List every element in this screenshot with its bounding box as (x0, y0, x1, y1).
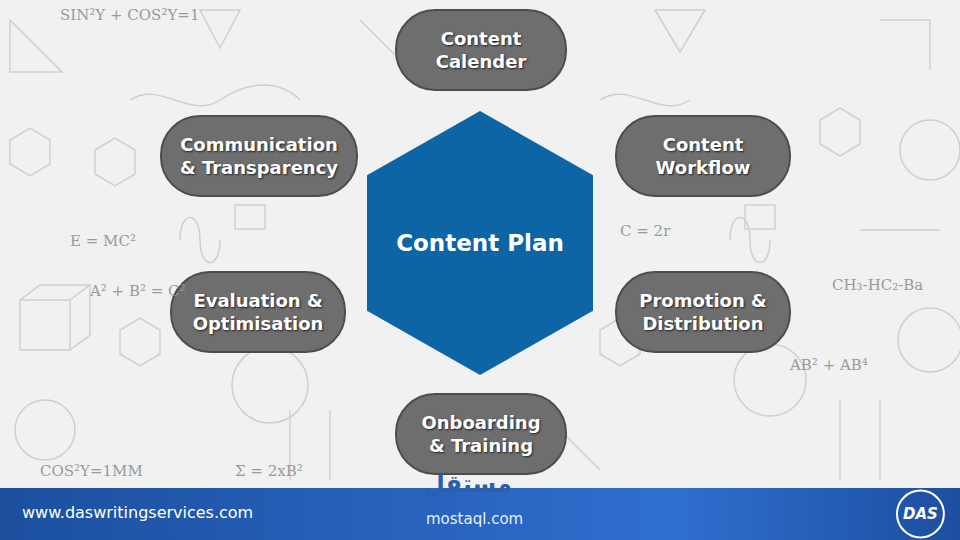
topic-pill: Communication & Transparency (160, 115, 358, 197)
background-formula: COS²Y=1MM (40, 462, 143, 480)
logo-ring (897, 491, 944, 538)
topic-text: Content Calender (413, 27, 549, 74)
background-formula: E = MC² (70, 232, 136, 250)
watermark: مستقل (424, 470, 512, 498)
topic-pill: Content Calender (395, 9, 567, 91)
background-formula: Σ = 2xB² (235, 462, 303, 480)
logo-text: DAS (903, 505, 938, 523)
topic-text: Onboarding & Training (413, 411, 549, 458)
topic-pill: Promotion & Distribution (615, 271, 791, 353)
topic-pill: Content Workflow (615, 115, 791, 197)
topic-text: Promotion & Distribution (633, 289, 773, 336)
topic-text: Communication & Transparency (178, 133, 340, 180)
topic-text: Content Workflow (633, 133, 773, 180)
website-url: www.daswritingservices.com (22, 503, 253, 522)
topic-text: Evaluation & Optimisation (188, 289, 328, 336)
background-formula: CH₃-HC₂-Ba (832, 276, 923, 294)
topic-pill: Onboarding & Training (395, 393, 567, 475)
background-formula: C = 2r (620, 222, 670, 240)
topic-pill: Evaluation & Optimisation (170, 271, 346, 353)
background-formula: A² + B² = C² (90, 282, 186, 300)
background-formula: AB² + AB⁴ (790, 356, 868, 374)
hub-title: Content Plan (396, 230, 564, 256)
background-formula: SIN²Y + COS²Y=1 (60, 6, 199, 24)
watermark: mostaql.com (426, 510, 523, 528)
hub-hexagon: Content Plan (366, 110, 594, 376)
